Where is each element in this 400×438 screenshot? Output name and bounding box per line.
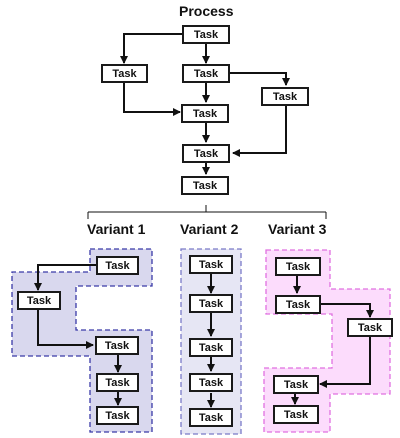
variant1-task: Task — [96, 373, 139, 392]
variant3-task: Task — [275, 295, 321, 314]
variant3-task: Task — [347, 318, 393, 337]
variant3-task: Task — [275, 257, 321, 276]
variant1-label: Variant 1 — [87, 221, 146, 237]
process-task-left: Task — [101, 64, 148, 83]
variant1-task: Task — [96, 256, 139, 275]
variant2-label: Variant 2 — [180, 221, 239, 237]
process-connectors — [120, 33, 290, 175]
variant2-task: Task — [189, 338, 233, 357]
variant1-task: Task — [95, 336, 139, 355]
variant3-label: Variant 3 — [268, 221, 327, 237]
variant2-task: Task — [189, 255, 233, 274]
variant2-task: Task — [189, 373, 233, 392]
process-title: Process — [179, 3, 234, 19]
variant1-connectors — [34, 264, 122, 406]
process-task-merge: Task — [182, 144, 230, 163]
process-task-join: Task — [181, 104, 229, 123]
variant2-task: Task — [189, 294, 233, 313]
process-task-middle: Task — [182, 64, 230, 83]
variants-bracket — [87, 205, 327, 219]
variant1-task: Task — [96, 406, 139, 425]
variant3-task: Task — [273, 375, 319, 394]
process-task-right: Task — [261, 87, 309, 106]
process-task-start: Task — [182, 25, 230, 44]
variant2-task: Task — [189, 408, 233, 427]
variant3-connectors — [291, 275, 374, 405]
process-task-end: Task — [181, 176, 229, 195]
variant1-task: Task — [17, 291, 61, 310]
variant3-task: Task — [273, 405, 319, 424]
